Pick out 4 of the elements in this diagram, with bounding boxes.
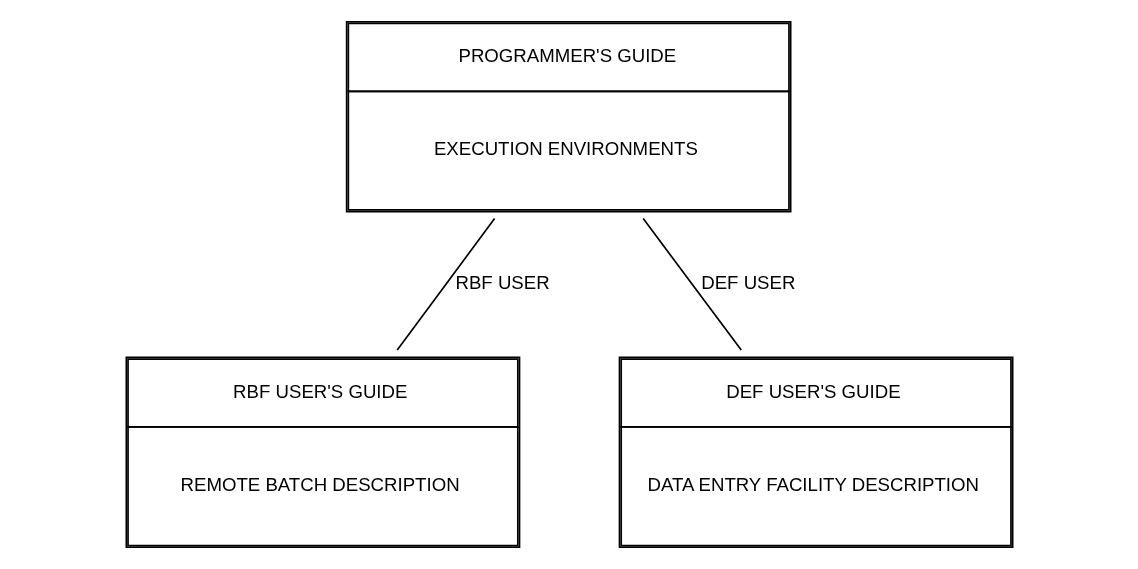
connector [641, 217, 742, 351]
edge-label: DEF USER [700, 272, 795, 294]
connector [395, 217, 495, 351]
edge-label: RBF USER [454, 272, 550, 294]
